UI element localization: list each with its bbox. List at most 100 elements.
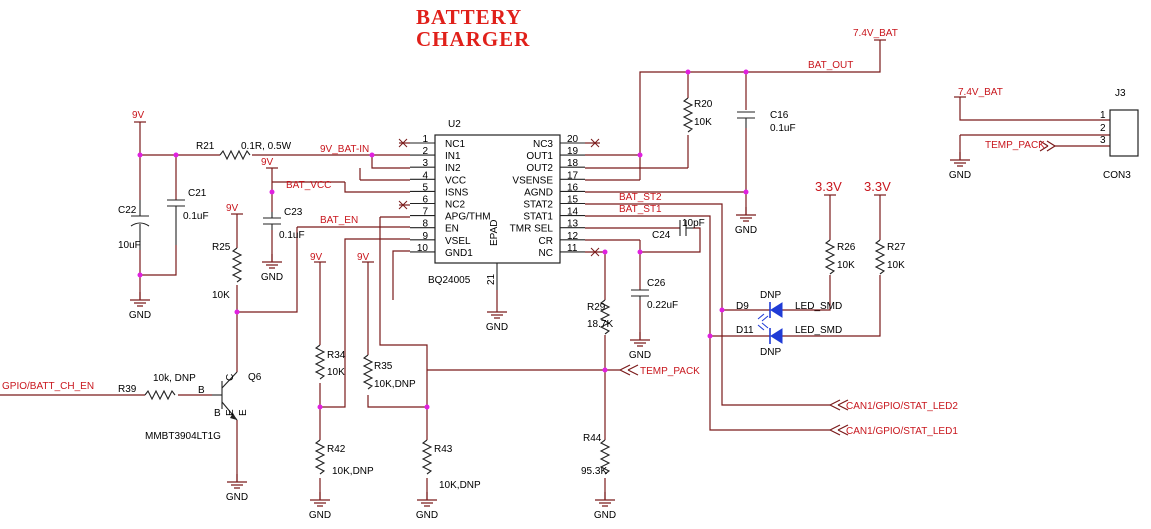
capacitor-c21: C21 0.1uF	[167, 188, 209, 245]
resistor-r39: R39 10k, DNP	[118, 373, 196, 401]
svg-text:7: 7	[422, 207, 428, 218]
svg-text:7.4V_BAT: 7.4V_BAT	[958, 87, 1003, 98]
svg-text:20: 20	[567, 134, 579, 145]
svg-text:VSEL: VSEL	[445, 236, 471, 247]
svg-text:10K: 10K	[212, 290, 230, 301]
capacitor-c16: C16 0.1uF	[737, 110, 796, 134]
svg-text:APG/THM: APG/THM	[445, 212, 491, 223]
svg-text:GND: GND	[594, 510, 616, 521]
resistor-r44: R44 95.3K	[581, 433, 611, 477]
gnd-symbol: GND	[416, 492, 438, 521]
title-line-1: BATTERY	[416, 5, 522, 29]
svg-text:IN2: IN2	[445, 163, 461, 174]
svg-text:17: 17	[567, 170, 579, 181]
wires	[0, 40, 1110, 500]
svg-text:AGND: AGND	[524, 187, 553, 198]
svg-text:Q6: Q6	[248, 372, 262, 383]
junction-dots	[137, 69, 749, 410]
svg-text:R27: R27	[887, 242, 906, 253]
svg-text:C26: C26	[647, 278, 666, 289]
svg-text:9V: 9V	[261, 157, 274, 168]
svg-text:GND: GND	[129, 310, 151, 321]
svg-text:GND: GND	[226, 492, 248, 503]
svg-text:D11: D11	[736, 325, 754, 336]
resistor-r43: R43 10K,DNP	[421, 439, 481, 491]
svg-text:R42: R42	[327, 444, 346, 455]
led-d9: D9 DNP	[736, 290, 783, 322]
svg-text:STAT1: STAT1	[523, 212, 553, 223]
svg-text:B: B	[214, 408, 221, 419]
svg-text:10K: 10K	[837, 260, 855, 271]
svg-text:1: 1	[1100, 110, 1106, 121]
power-9v-3: 9V	[226, 203, 243, 215]
net-led-smd-2: LED_SMD	[795, 325, 842, 336]
svg-text:GND: GND	[261, 272, 283, 283]
svg-text:GND: GND	[629, 350, 651, 361]
svg-text:0.1uF: 0.1uF	[279, 230, 305, 241]
resistor-r20: R20 10K	[682, 97, 713, 133]
svg-text:0.22uF: 0.22uF	[647, 300, 678, 311]
svg-text:5: 5	[422, 182, 428, 193]
svg-text:0.1uF: 0.1uF	[770, 123, 796, 134]
svg-text:NC: NC	[539, 248, 553, 259]
svg-text:TEMP_PACK: TEMP_PACK	[640, 366, 700, 377]
svg-text:0.1uF: 0.1uF	[183, 211, 209, 222]
svg-text:12: 12	[567, 231, 579, 242]
power-7v4-bat-2: 7.4V_BAT	[954, 87, 1003, 98]
svg-text:18.7K: 18.7K	[587, 319, 613, 330]
svg-text:CAN1/GPIO/STAT_LED1: CAN1/GPIO/STAT_LED1	[846, 426, 958, 437]
ic-pin-21-num: 21	[486, 273, 497, 285]
ic-pin-7: 7 APG/THM	[410, 207, 491, 223]
svg-text:E: E	[225, 409, 236, 416]
svg-text:GND: GND	[416, 510, 438, 521]
svg-text:CR: CR	[539, 236, 553, 247]
svg-text:J3: J3	[1115, 88, 1126, 99]
svg-text:C16: C16	[770, 110, 789, 121]
resistor-r42: R42 10K,DNP	[314, 439, 374, 477]
svg-text:18: 18	[567, 158, 579, 169]
svg-text:CAN1/GPIO/STAT_LED2: CAN1/GPIO/STAT_LED2	[846, 401, 958, 412]
svg-text:C24: C24	[652, 230, 671, 241]
net-gpio-batt-ch-en: GPIO/BATT_CH_EN	[2, 381, 94, 392]
svg-text:2: 2	[1100, 123, 1106, 134]
net-bat-st2: BAT_ST2	[619, 192, 662, 203]
svg-text:GND: GND	[735, 225, 757, 236]
svg-text:10K: 10K	[327, 367, 345, 378]
svg-text:7.4V_BAT: 7.4V_BAT	[853, 28, 898, 39]
svg-text:9: 9	[422, 231, 428, 242]
svg-text:DNP: DNP	[760, 347, 781, 358]
svg-text:9V: 9V	[132, 110, 145, 121]
net-led-smd-1: LED_SMD	[795, 301, 842, 312]
gnd-symbol: GND	[261, 254, 283, 283]
offpage-stat-led2: CAN1/GPIO/STAT_LED2	[829, 399, 958, 412]
svg-text:OUT2: OUT2	[526, 163, 553, 174]
svg-text:10pF: 10pF	[682, 218, 705, 229]
gnd-symbol: GND	[735, 207, 757, 236]
gnd-symbol: GND	[129, 292, 151, 321]
svg-text:15: 15	[567, 195, 579, 206]
ic-epad: EPAD	[489, 220, 500, 247]
svg-text:4: 4	[422, 170, 428, 181]
power-9v-1: 9V	[132, 110, 146, 123]
power-3v3-2: 3.3V	[864, 179, 891, 196]
svg-text:9V: 9V	[357, 252, 370, 263]
svg-text:1: 1	[422, 134, 428, 145]
gnd-symbol: GND	[226, 474, 248, 503]
svg-text:3: 3	[1100, 135, 1106, 146]
net-bat-en: BAT_EN	[320, 215, 358, 226]
svg-text:VSENSE: VSENSE	[512, 175, 553, 186]
resistor-r25: R25 10K	[212, 242, 243, 301]
svg-text:GND: GND	[309, 510, 331, 521]
gnd-symbol: GND	[309, 492, 331, 521]
resistor-r26: R26 10K	[824, 239, 856, 275]
ic-pin-9: 9 VSEL	[410, 231, 471, 247]
